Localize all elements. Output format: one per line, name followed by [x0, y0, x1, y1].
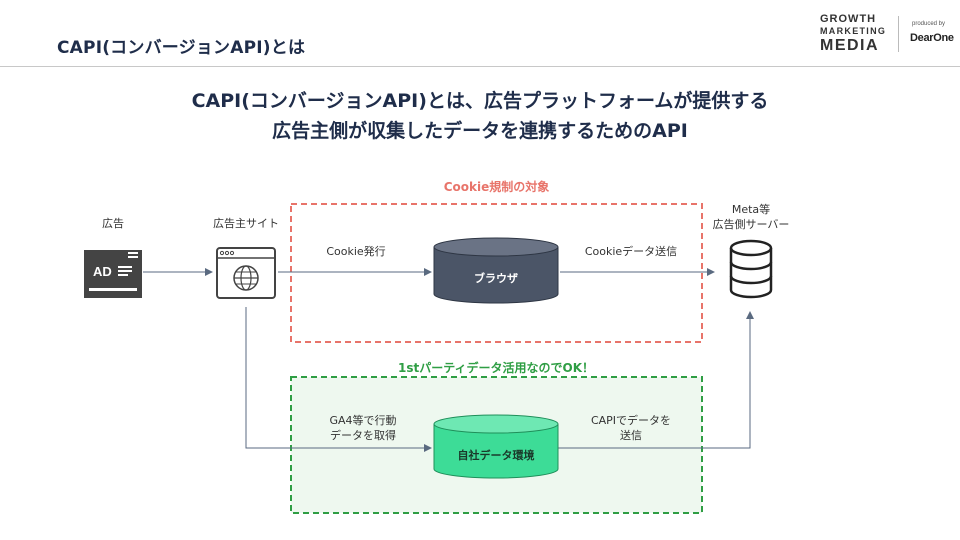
browser-cylinder	[433, 237, 559, 304]
server-label: Meta等 広告側サーバー	[696, 202, 806, 232]
page-title: CAPI(コンバージョンAPI)とは	[57, 38, 306, 58]
ad-label: 広告	[102, 217, 124, 230]
own-data-label: 自社データ環境	[457, 449, 535, 462]
own-data-cylinder	[433, 414, 559, 479]
logo-divider	[898, 16, 899, 52]
capi-send-label: CAPIでデータを 送信	[576, 413, 686, 443]
advertiser-site-label: 広告主サイト	[213, 217, 279, 230]
ga4-label: GA4等で行動 データを取得	[308, 413, 418, 443]
server-label-line-1: Meta等	[731, 203, 771, 216]
ga4-label-line-2: データを取得	[330, 429, 396, 442]
cookie-zone-title: Cookie規制の対象	[443, 180, 550, 194]
database-server-icon	[729, 239, 773, 299]
headline-line-1: CAPI(コンバージョンAPI)とは、広告プラットフォームが提供する	[191, 90, 769, 112]
logo-line-2: MARKETING	[820, 26, 887, 36]
website-browser-icon	[216, 247, 276, 299]
ad-icon-text: AD	[93, 264, 112, 279]
logo-line-1: GROWTH	[820, 13, 877, 25]
growth-marketing-media-logo: GROWTH MARKETING MEDIA produced by DearO…	[820, 12, 960, 56]
cookie-send-label: Cookieデータ送信	[584, 245, 678, 258]
cookie-regulation-zone	[290, 203, 703, 343]
first-party-zone-title: 1stパーティデータ活用なのでOK！	[397, 361, 594, 375]
headline: CAPI(コンバージョンAPI)とは、広告プラットフォームが提供する 広告主側が…	[0, 86, 960, 146]
server-label-line-2: 広告側サーバー	[712, 218, 790, 231]
capi-send-label-line-1: CAPIでデータを	[590, 414, 672, 427]
produced-by-text: produced by	[912, 21, 946, 27]
ad-icon: AD	[84, 250, 142, 298]
header-divider	[0, 66, 960, 67]
headline-line-2: 広告主側が収集したデータを連携するためのAPI	[272, 120, 688, 142]
ga4-label-line-1: GA4等で行動	[329, 414, 397, 427]
arrow-own-data-to-server	[558, 311, 754, 449]
capi-send-label-line-2: 送信	[620, 429, 642, 442]
cookie-issue-label: Cookie発行	[326, 245, 386, 258]
browser-label: ブラウザ	[474, 272, 518, 285]
logo-line-3: MEDIA	[820, 37, 880, 54]
arrow-site-to-own-data	[245, 307, 432, 452]
dearone-brand: DearOne	[910, 32, 954, 44]
